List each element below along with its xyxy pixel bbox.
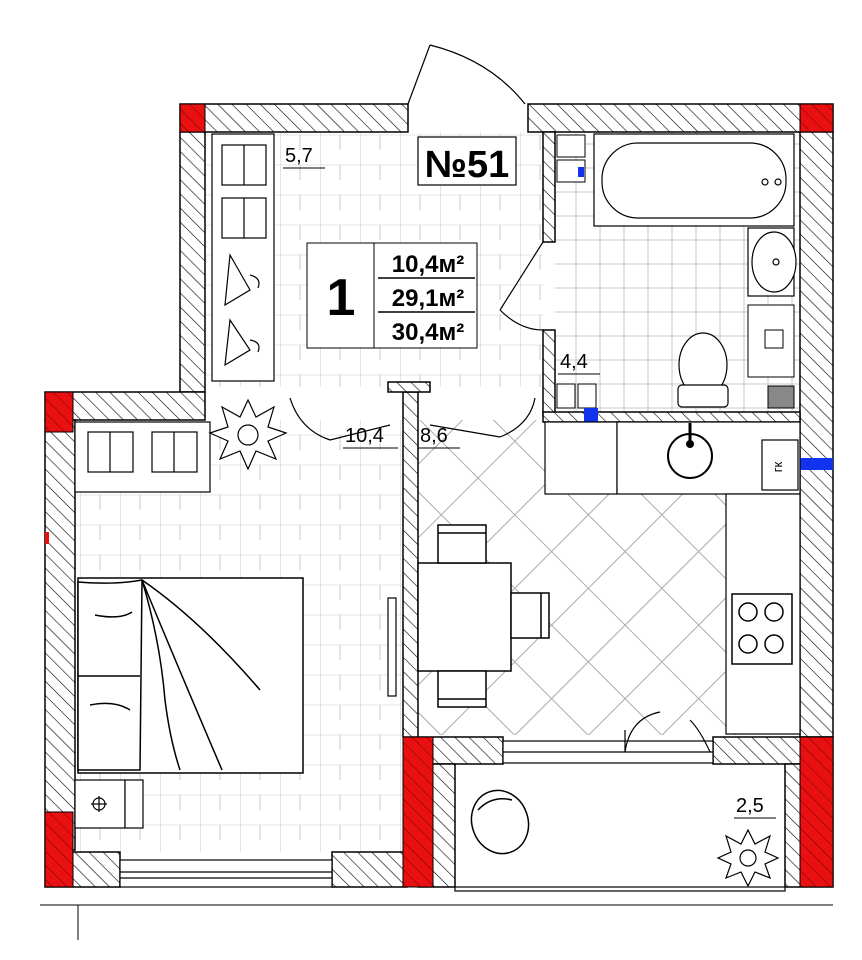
shaft-icon [556,134,833,470]
balcony-area-label: 2,5 [736,795,764,817]
wardrobe-icon [211,133,275,382]
bathroom-area-label: 4,4 [560,351,588,373]
number-box [417,136,517,186]
stove-icon [731,593,793,665]
sink-icon [667,423,713,479]
nightstand-icon [74,779,144,829]
shaft-tag: гк [770,461,785,472]
apartment-info: №51 1 10,4м² 29,1м² 30,4м² [306,136,517,349]
bed-icon [77,577,304,774]
plant-icon [716,828,780,888]
bathtub-icon [593,133,795,227]
washer-icon [747,304,795,409]
hallway-area-label: 5,7 [285,145,313,167]
plant-icon [208,398,288,471]
rooms-count-box [306,242,375,349]
total-area-with-balcony: 30,4м² [392,319,464,346]
door-icon[interactable] [289,241,711,753]
toilet-icon [677,332,729,408]
bedroom-area-label: 10,4 [345,425,384,447]
apartment-number: №51 [425,144,510,186]
bearing-walls [44,103,834,888]
sink-icon [747,227,797,297]
hanger-icon [224,253,260,367]
wardrobe-icon [74,421,211,493]
chair-icon [437,524,550,708]
kitchen-area-label: 8,6 [420,425,448,447]
table-icon [417,562,512,672]
living-area: 10,4м² [392,251,464,278]
armchair-icon [470,789,530,855]
room-labels: 5,7 4,4 10,4 8,6 2,5 гк [283,145,785,819]
rooms-count: 1 [327,269,356,327]
windows [40,740,833,940]
total-area: 29,1м² [392,285,464,312]
area-box [373,242,478,349]
entrance-door-icon[interactable] [407,44,526,105]
